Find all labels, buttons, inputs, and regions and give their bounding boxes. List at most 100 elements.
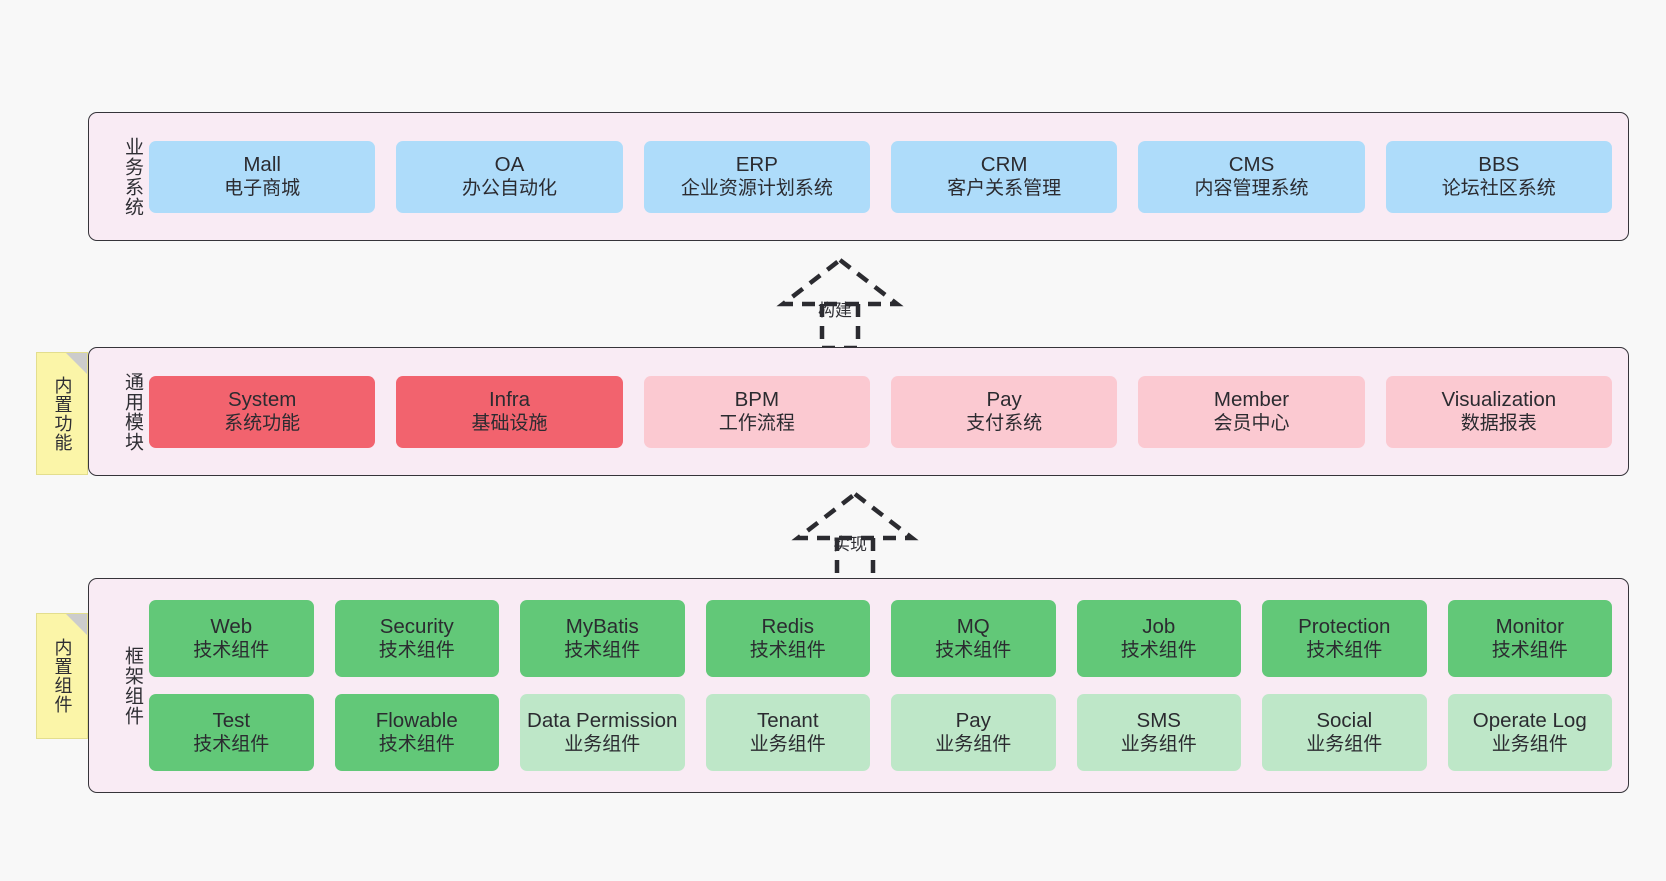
arrowhead-triangle: [791, 491, 919, 541]
card-title: Protection: [1298, 614, 1391, 638]
card-title: BPM: [734, 387, 780, 411]
card-row: Mall 电子商城 OA 办公自动化 ERP 企业资源计划系统 CRM 客户关系…: [149, 140, 1612, 213]
note-builtin-component: 内置组件: [36, 613, 88, 739]
card-title: OA: [494, 152, 525, 176]
card-title: MyBatis: [565, 614, 639, 638]
note-builtin-function: 内置功能: [36, 352, 88, 475]
card-pay-module[interactable]: Pay 支付系统: [890, 375, 1118, 448]
card-title: Social: [1316, 708, 1373, 732]
card-subtitle: 企业资源计划系统: [680, 178, 833, 200]
card-subtitle: 内容管理系统: [1194, 178, 1309, 200]
card-cms[interactable]: CMS 内容管理系统: [1138, 140, 1365, 213]
card-subtitle: 系统功能: [224, 413, 301, 435]
card-subtitle: 技术组件: [193, 734, 270, 756]
card-monitor[interactable]: Monitor 技术组件: [1447, 600, 1612, 677]
card-subtitle: 办公自动化: [461, 178, 557, 200]
layer-business: 业务系统 Mall 电子商城 OA 办公自动化 ERP 企业资源计划系统 CRM…: [88, 112, 1629, 241]
card-crm[interactable]: CRM 客户关系管理: [890, 140, 1118, 213]
card-subtitle: 业务组件: [1120, 734, 1197, 756]
card-protection[interactable]: Protection 技术组件: [1262, 600, 1427, 677]
layer-module-label: 通用模块: [122, 371, 143, 452]
card-operate-log[interactable]: Operate Log 业务组件: [1447, 694, 1612, 771]
card-system[interactable]: System 系统功能: [149, 375, 376, 448]
card-visualization[interactable]: Visualization 数据报表: [1385, 375, 1612, 448]
note-fold-corner-icon: [66, 353, 87, 374]
card-mybatis[interactable]: MyBatis 技术组件: [520, 600, 685, 677]
card-redis[interactable]: Redis 技术组件: [705, 600, 870, 677]
card-title: CMS: [1228, 152, 1275, 176]
card-bbs[interactable]: BBS 论坛社区系统: [1385, 140, 1612, 213]
card-subtitle: 技术组件: [564, 640, 641, 662]
card-subtitle: 论坛社区系统: [1441, 178, 1556, 200]
card-subtitle: 业务组件: [564, 734, 641, 756]
card-subtitle: 技术组件: [378, 734, 455, 756]
card-subtitle: 数据报表: [1460, 413, 1537, 435]
card-flowable[interactable]: Flowable 技术组件: [334, 694, 499, 771]
card-title: ERP: [735, 152, 778, 176]
card-title: Data Permission: [527, 708, 678, 732]
card-security[interactable]: Security 技术组件: [334, 600, 499, 677]
card-title: Member: [1213, 387, 1290, 411]
card-job[interactable]: Job 技术组件: [1076, 600, 1241, 677]
layer-module: 通用模块 System 系统功能 Infra 基础设施 BPM 工作流程 Pay…: [88, 347, 1629, 476]
card-erp[interactable]: ERP 企业资源计划系统: [643, 140, 870, 213]
connector-impl-label: 实现: [833, 535, 867, 554]
card-subtitle: 技术组件: [1491, 640, 1568, 662]
card-subtitle: 业务组件: [749, 734, 826, 756]
card-subtitle: 业务组件: [1491, 734, 1568, 756]
card-title: Test: [212, 708, 251, 732]
card-subtitle: 技术组件: [935, 640, 1012, 662]
card-subtitle: 工作流程: [718, 413, 795, 435]
card-title: Visualization: [1441, 387, 1557, 411]
layer-business-label: 业务系统: [122, 136, 143, 217]
card-title: BBS: [1478, 152, 1520, 176]
card-tenant[interactable]: Tenant 业务组件: [705, 694, 870, 771]
card-web[interactable]: Web 技术组件: [149, 600, 314, 677]
card-row: Web 技术组件 Security 技术组件 MyBatis 技术组件 Redi…: [149, 600, 1612, 677]
note-label: 内置功能: [52, 375, 73, 452]
card-title: MQ: [956, 614, 990, 638]
card-title: Pay: [955, 708, 991, 732]
card-infra[interactable]: Infra 基础设施: [396, 375, 623, 448]
card-title: Flowable: [375, 708, 458, 732]
card-mall[interactable]: Mall 电子商城: [149, 140, 376, 213]
card-subtitle: 客户关系管理: [947, 178, 1062, 200]
card-title: Infra: [488, 387, 530, 411]
card-subtitle: 基础设施: [471, 413, 548, 435]
card-bpm[interactable]: BPM 工作流程: [643, 375, 870, 448]
note-fold-corner-icon: [66, 614, 87, 635]
card-subtitle: 技术组件: [1120, 640, 1197, 662]
card-data-permission[interactable]: Data Permission 业务组件: [520, 694, 685, 771]
card-title: Pay: [986, 387, 1022, 411]
card-title: Operate Log: [1472, 708, 1587, 732]
card-social[interactable]: Social 业务组件: [1262, 694, 1427, 771]
card-subtitle: 支付系统: [966, 413, 1043, 435]
card-title: Security: [379, 614, 454, 638]
card-title: SMS: [1136, 708, 1181, 732]
card-title: Job: [1142, 614, 1176, 638]
card-member[interactable]: Member 会员中心: [1138, 375, 1365, 448]
card-row: System 系统功能 Infra 基础设施 BPM 工作流程 Pay 支付系统…: [149, 375, 1612, 448]
card-sms[interactable]: SMS 业务组件: [1076, 694, 1241, 771]
card-test[interactable]: Test 技术组件: [149, 694, 314, 771]
card-title: Redis: [761, 614, 814, 638]
card-subtitle: 技术组件: [1306, 640, 1383, 662]
card-subtitle: 会员中心: [1213, 413, 1290, 435]
card-subtitle: 技术组件: [193, 640, 270, 662]
card-title: CRM: [980, 152, 1028, 176]
card-title: Tenant: [756, 708, 819, 732]
card-subtitle: 业务组件: [1306, 734, 1383, 756]
card-title: Mall: [243, 152, 281, 176]
card-subtitle: 业务组件: [935, 734, 1012, 756]
card-title: Web: [210, 614, 253, 638]
card-mq[interactable]: MQ 技术组件: [891, 600, 1056, 677]
card-title: System: [227, 387, 297, 411]
card-row: Test 技术组件 Flowable 技术组件 Data Permission …: [149, 694, 1612, 771]
card-pay-component[interactable]: Pay 业务组件: [891, 694, 1056, 771]
card-oa[interactable]: OA 办公自动化: [396, 140, 623, 213]
arrowhead-triangle: [776, 257, 904, 307]
card-subtitle: 技术组件: [378, 640, 455, 662]
layer-framework-label: 框架组件: [122, 645, 143, 726]
layer-framework-cards: Web 技术组件 Security 技术组件 MyBatis 技术组件 Redi…: [143, 600, 1628, 771]
